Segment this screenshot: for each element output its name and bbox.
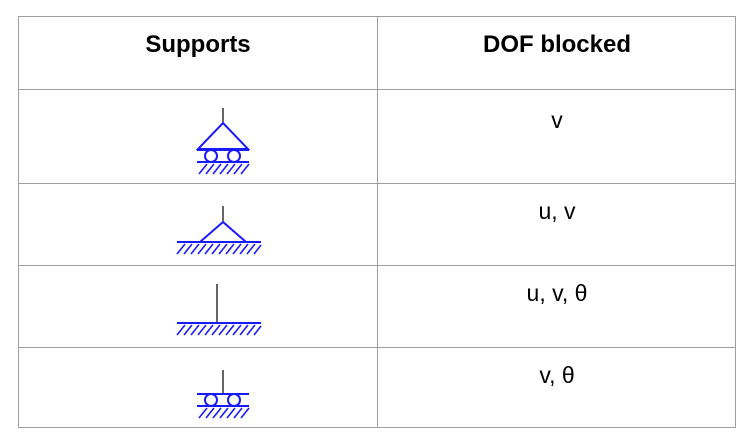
row-divider [19,265,735,266]
header-divider [19,89,735,90]
pin-support-icon [176,206,262,255]
row-divider [19,183,735,184]
dof-row-1: v [551,107,563,133]
row-divider [19,347,735,348]
header-supports: Supports [145,31,251,58]
column-divider [377,17,378,427]
guided-roller-support-icon [197,370,250,419]
dof-row-4: v, θ [539,362,575,388]
dof-row-2: u, v [538,198,576,224]
header-dof-blocked: DOF blocked [482,31,632,58]
supports-table: Supports DOF blocked v u, v [18,16,736,428]
roller-support-icon [195,108,251,175]
fixed-support-icon [176,284,262,336]
dof-row-3: u, v, θ [526,280,588,306]
